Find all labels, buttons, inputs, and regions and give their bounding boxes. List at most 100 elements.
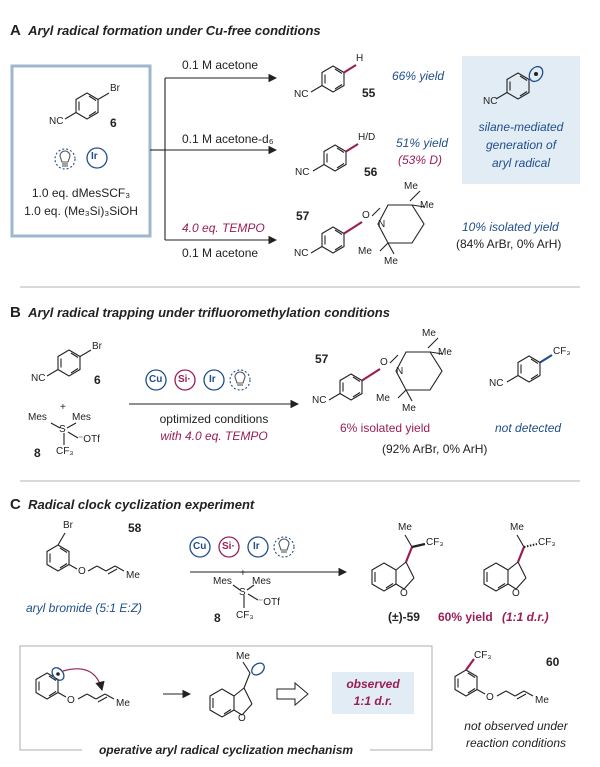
panel-a-title-text: Aryl radical formation under Cu-free con… bbox=[28, 23, 321, 38]
observed-line1: observed bbox=[346, 677, 400, 691]
cmpd60-o: O bbox=[486, 692, 494, 703]
p57-b-cn-label: NC bbox=[312, 395, 327, 406]
p57-b-number: 57 bbox=[315, 352, 329, 366]
mechanism-title: operative aryl radical cyclization mecha… bbox=[98, 743, 354, 757]
sm58-descriptor: aryl bromide (5:1 E:Z) bbox=[26, 601, 143, 615]
p57-a-me1: Me bbox=[404, 181, 418, 192]
si-label-c: Si· bbox=[222, 541, 235, 552]
p59-2-o: O bbox=[512, 588, 520, 599]
p56-hd-label: H/D bbox=[358, 132, 376, 143]
reagent8-c-mes2: Mes bbox=[252, 576, 271, 587]
p55-yield: 66% yield bbox=[392, 69, 445, 83]
alt-b-cn-label: NC bbox=[489, 378, 504, 389]
p57-b-structure bbox=[328, 337, 444, 402]
sm6-br-label: Br bbox=[110, 83, 120, 94]
observed-line2: 1:1 d.r. bbox=[353, 694, 393, 708]
mech-cyclized-structure bbox=[209, 661, 265, 718]
p59-2-me: Me bbox=[510, 522, 524, 533]
sm58-structure bbox=[46, 532, 125, 575]
note-cn-label: NC bbox=[483, 96, 498, 107]
reagent8-b-cf3: CF₃ bbox=[56, 446, 74, 457]
reagent-frame-a bbox=[10, 64, 152, 238]
p57-b-yield: 6% isolated yield bbox=[340, 421, 431, 435]
note-line2: generation of bbox=[485, 138, 557, 152]
reagent8-b-otf: ⁻OTf bbox=[78, 434, 100, 445]
p57-a-me3: Me bbox=[358, 246, 372, 257]
cmpd60-note2: reaction conditions bbox=[465, 736, 567, 750]
p59-structure-2 bbox=[483, 534, 538, 592]
note-line3: aryl radical bbox=[491, 156, 551, 170]
p57-a-n-label: N bbox=[378, 219, 386, 230]
cmpd60-me: Me bbox=[535, 695, 549, 706]
p59-yield: 60% yield bbox=[438, 610, 493, 624]
p59-2-cf3: CF₃ bbox=[538, 537, 556, 548]
panel-c-title-text: Radical clock cyclization experiment bbox=[28, 497, 255, 512]
reagent8-c-plus: + bbox=[240, 568, 246, 579]
p57-a-ratio: (84% ArBr, 0% ArH) bbox=[456, 237, 562, 251]
reagent-silanol: 1.0 eq. (Me₃Si)₃SiOH bbox=[24, 204, 138, 218]
si-label-b: Si· bbox=[178, 374, 191, 385]
p57-a-structure bbox=[310, 190, 426, 255]
cond-acetone-d6: 0.1 M acetone-d₆ bbox=[182, 132, 274, 146]
alt-b-status: not detected bbox=[495, 421, 562, 435]
lamp-glow-a bbox=[54, 148, 76, 170]
panel-a-letter: A bbox=[10, 22, 21, 39]
ir-label-b: Ir bbox=[209, 374, 216, 385]
cu-label-b: Cu bbox=[149, 374, 163, 385]
sm58-number: 58 bbox=[128, 521, 142, 535]
p59-1-o: O bbox=[400, 588, 408, 599]
p57-b-n-label: N bbox=[396, 366, 404, 377]
sm6-ring-b bbox=[46, 349, 92, 377]
reagent-dmesscf3: 1.0 eq. dMesSCF₃ bbox=[31, 186, 131, 200]
p57-a-me2: Me bbox=[420, 200, 434, 211]
sm6-b-br-label: Br bbox=[92, 341, 102, 352]
reagent8-c-cf3: CF₃ bbox=[236, 610, 254, 621]
panel-b-title-text: Aryl radical trapping under trifluoromet… bbox=[28, 305, 390, 320]
panel-b-letter: B bbox=[10, 304, 21, 321]
reagent8-b-mes1: Mes bbox=[28, 412, 47, 423]
panel-a-title: A Aryl radical formation under Cu-free c… bbox=[10, 22, 321, 40]
reagent8-c-mes1: Mes bbox=[213, 576, 232, 587]
p56-ring bbox=[312, 143, 359, 172]
p57-b-ratio: (92% ArBr, 0% ArH) bbox=[382, 442, 488, 456]
reagent8-b-number: 8 bbox=[34, 446, 41, 460]
sm6-b-number: 6 bbox=[94, 373, 101, 387]
panel-c-letter: C bbox=[10, 496, 21, 513]
p55-number: 55 bbox=[362, 86, 376, 100]
p59-1-cf3: CF₃ bbox=[426, 537, 444, 548]
p59-label: (±)-59 bbox=[388, 610, 420, 624]
p59-structure-1 bbox=[371, 534, 426, 592]
ir-label-a: Ir bbox=[91, 151, 98, 162]
panel-c-title: C Radical clock cyclization experiment bbox=[10, 496, 254, 514]
mech-cyc-me: Me bbox=[236, 651, 250, 662]
alt-b-cf3-label: CF₃ bbox=[553, 346, 571, 357]
p57-a-o-label: O bbox=[362, 210, 370, 221]
p57-b-me2: Me bbox=[438, 347, 452, 358]
cond-tempo-b: with 4.0 eq. TEMPO bbox=[160, 429, 268, 443]
p56-cn-label: NC bbox=[295, 167, 310, 178]
reagent8-c-s: S bbox=[239, 587, 246, 598]
cmpd60-note1: not observed under bbox=[464, 719, 568, 733]
mech-sm-me: Me bbox=[116, 698, 130, 709]
mech-cyc-o: O bbox=[238, 713, 246, 724]
reagent8-c-otf: ⁻OTf bbox=[258, 597, 280, 608]
p55-h-label: H bbox=[356, 53, 364, 64]
panel-b-title: B Aryl radical trapping under trifluorom… bbox=[10, 304, 390, 322]
p55-ring bbox=[310, 64, 357, 93]
reagent8-b-mes2: Mes bbox=[72, 412, 91, 423]
p59-dr: (1:1 d.r.) bbox=[502, 610, 549, 624]
p57-a-number: 57 bbox=[296, 209, 310, 223]
reagent8-b-plus: + bbox=[60, 402, 66, 413]
ir-label-c: Ir bbox=[253, 541, 260, 552]
mech-radical-ring bbox=[35, 667, 115, 703]
p57-b-o-label: O bbox=[380, 357, 388, 368]
sm6-cn-label: NC bbox=[49, 116, 64, 127]
cond-acetone-bottom: 0.1 M acetone bbox=[182, 246, 259, 260]
observed-box bbox=[332, 672, 414, 714]
cond-acetone-top: 0.1 M acetone bbox=[182, 58, 259, 72]
p57-a-cn-label: NC bbox=[294, 248, 309, 259]
cond-tempo: 4.0 eq. TEMPO bbox=[182, 221, 265, 235]
note-line1: silane-mediated bbox=[478, 120, 564, 134]
cond-optimized: optimized conditions bbox=[159, 412, 269, 426]
